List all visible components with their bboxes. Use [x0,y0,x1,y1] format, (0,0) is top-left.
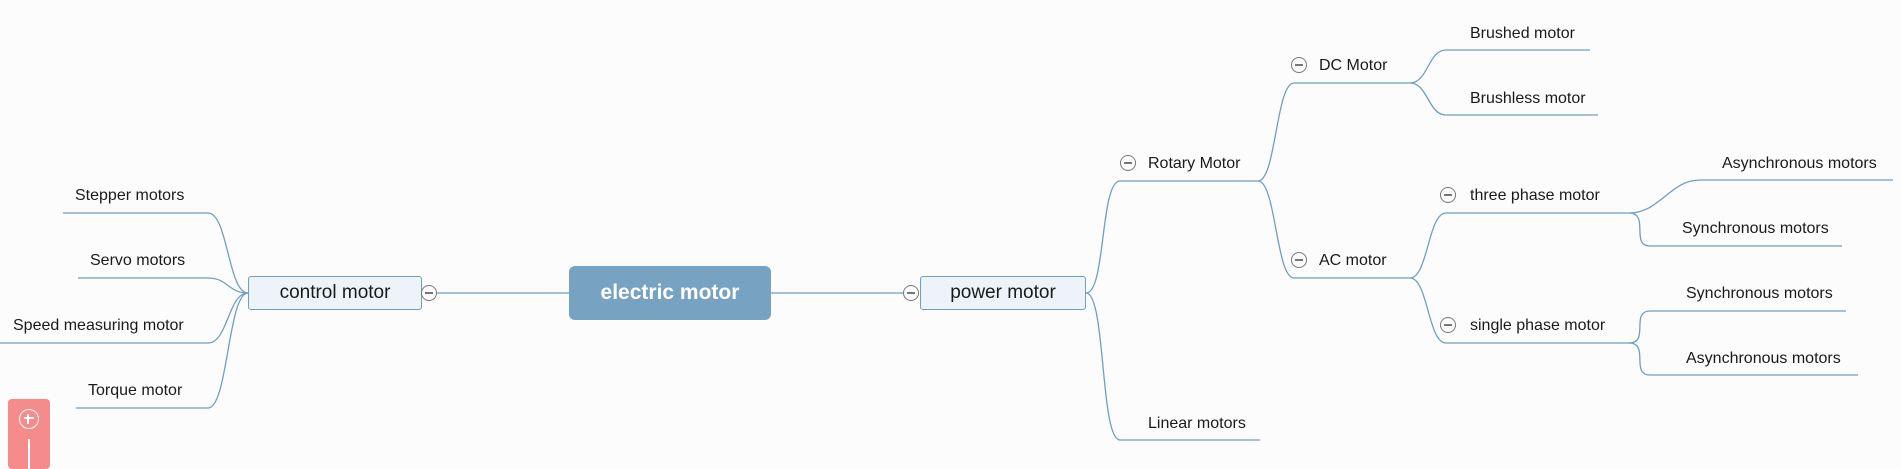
link-ac-three [1409,212,1629,279]
leaf-stepper-motors[interactable]: Stepper motors [75,187,185,204]
collapse-three-phase-motor-icon[interactable] [1440,187,1456,203]
link-control-stepper [63,212,249,294]
leaf-single-phase-synchronous[interactable]: Synchronous motors [1686,285,1833,302]
link-single-sync [1628,310,1846,344]
collapse-dc-motor-icon[interactable] [1291,57,1307,73]
collapse-ac-motor-icon[interactable] [1291,252,1307,268]
link-rotary-dc [1257,82,1410,182]
node-dc-motor[interactable]: DC Motor [1319,57,1388,74]
root-node-label: electric motor [600,281,740,304]
collapse-single-phase-motor-icon[interactable] [1440,317,1456,333]
node-control-motor-label: control motor [279,282,391,303]
leaf-three-phase-synchronous[interactable]: Synchronous motors [1682,220,1829,237]
link-three-sync [1628,212,1842,247]
zoom-panel [8,399,50,469]
leaf-torque-motor[interactable]: Torque motor [88,382,183,399]
link-single-async [1628,342,1858,376]
node-rotary-motor[interactable]: Rotary Motor [1148,155,1241,172]
link-control-torque [76,292,249,409]
leaf-single-phase-asynchronous[interactable]: Asynchronous motors [1686,350,1841,367]
node-ac-motor[interactable]: AC motor [1319,252,1387,269]
node-linear-motors[interactable]: Linear motors [1148,415,1246,432]
link-ac-single [1409,277,1629,344]
link-power-linear [1085,292,1260,441]
link-power-rotary [1085,180,1258,294]
link-control-servo [78,277,249,294]
leaf-speed-measuring-motor[interactable]: Speed measuring motor [13,317,184,334]
link-rotary-ac [1257,180,1410,279]
node-power-motor[interactable]: power motor [920,276,1086,310]
node-power-motor-label: power motor [950,282,1056,303]
node-control-motor[interactable]: control motor [248,276,422,310]
zoom-in-icon[interactable] [19,409,39,429]
node-three-phase-motor[interactable]: three phase motor [1470,187,1600,204]
leaf-brushless-motor[interactable]: Brushless motor [1470,90,1586,107]
leaf-three-phase-asynchronous[interactable]: Asynchronous motors [1722,155,1877,172]
collapse-power-motor-icon[interactable] [903,285,919,301]
link-dc-brushless [1409,82,1598,116]
node-single-phase-motor[interactable]: single phase motor [1470,317,1606,334]
collapse-control-motor-icon[interactable] [421,285,437,301]
leaf-brushed-motor[interactable]: Brushed motor [1470,25,1575,42]
link-three-async [1628,179,1893,214]
link-control-speed [0,292,249,344]
leaf-servo-motors[interactable]: Servo motors [90,252,186,269]
root-node[interactable]: electric motor [569,266,771,320]
link-dc-brushed [1409,49,1590,84]
collapse-rotary-motor-icon[interactable] [1120,155,1136,171]
zoom-slider-track[interactable] [28,439,30,469]
